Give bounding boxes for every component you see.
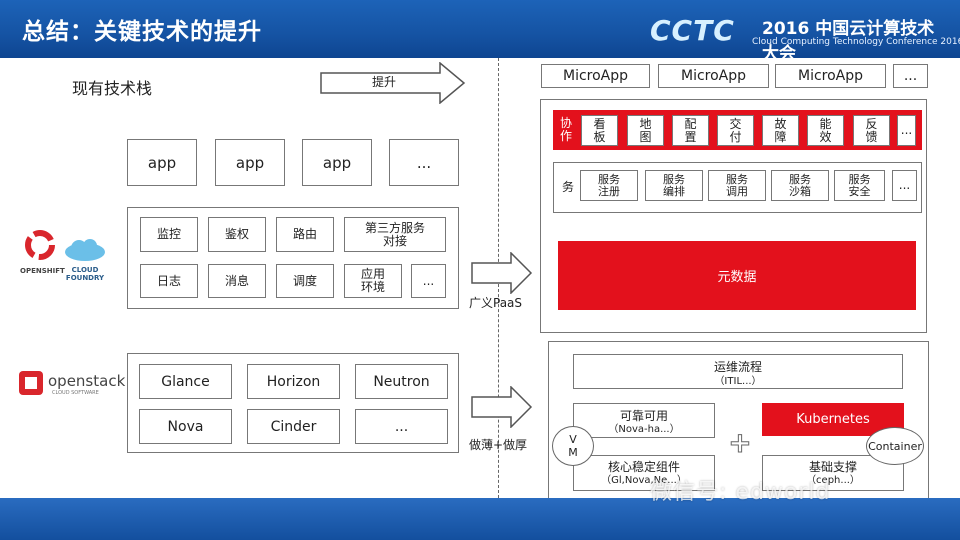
reliable-box: 可靠可用 （Nova-ha...） [573, 403, 715, 438]
collab-item: 故 障 [762, 115, 799, 146]
logo-title: 2016 中国云计算技术大会 [762, 19, 935, 58]
iaas-item: Neutron [355, 364, 448, 399]
app-box: app [215, 139, 285, 186]
iaas-item-more: ... [355, 409, 448, 444]
core-components-box: 核心稳定组件 （Gl,Nova,Ne...） [573, 455, 715, 491]
service-item: 服务 编排 [645, 170, 703, 201]
collab-item: 能 效 [807, 115, 844, 146]
vm-circle: V M [552, 426, 594, 466]
paas-item-more: ... [411, 264, 446, 298]
openstack-logo: openstack CLOUD SOFTWARE [16, 368, 125, 404]
collab-item: 反 馈 [853, 115, 890, 146]
paas-item: 调度 [276, 264, 334, 298]
service-item: 服务 调用 [708, 170, 766, 201]
paas-item: 消息 [208, 264, 266, 298]
app-box: app [127, 139, 197, 186]
collab-item: 看 板 [581, 115, 618, 146]
service-item: 服务 沙箱 [771, 170, 829, 201]
collab-item: 地 图 [627, 115, 664, 146]
openshift-logo: OPENSHIFT [20, 228, 65, 275]
current-stack-label: 现有技术栈 [72, 79, 153, 98]
upgrade-label: 提升 [372, 75, 397, 89]
iaas-arrow-icon [471, 386, 533, 428]
paas-item: 鉴权 [208, 217, 266, 252]
iaas-item: Nova [139, 409, 232, 444]
collab-item: 配 置 [672, 115, 709, 146]
app-box-more: ... [389, 139, 459, 186]
metadata-block: 元数据 [558, 241, 916, 310]
container-circle: Container [866, 427, 924, 465]
upgrade-arrow-icon [320, 62, 466, 104]
paas-item: 应用 环境 [344, 264, 402, 298]
iaas-item: Cinder [247, 409, 340, 444]
collab-item: 交 付 [717, 115, 754, 146]
microapp-box: MicroApp [658, 64, 769, 88]
paas-item: 日志 [140, 264, 198, 298]
paas-arrow-label: 广义PaaS [469, 296, 523, 310]
openshift-icon [25, 230, 55, 260]
collab-item-more: ... [897, 115, 916, 146]
openstack-icon [19, 371, 43, 395]
header-bar: 总结：关键技术的提升 CCTC 2016 中国云计算技术大会 Cloud Com… [0, 0, 960, 58]
watermark: 微信号: edworld [650, 480, 831, 505]
service-item-more: ... [892, 170, 917, 201]
iaas-item: Horizon [247, 364, 340, 399]
logo-subtitle: Cloud Computing Technology Conference 20… [752, 37, 960, 47]
service-label: 务 [562, 180, 575, 194]
paas-item: 第三方服务 对接 [344, 217, 446, 252]
app-box: app [302, 139, 372, 186]
paas-arrow-icon [471, 252, 533, 294]
microapp-box: MicroApp [775, 64, 886, 88]
cloud-icon [65, 239, 105, 261]
conference-logo: CCTC 2016 中国云计算技术大会 Cloud Computing Tech… [650, 14, 960, 58]
plus-icon: + [728, 425, 752, 459]
collab-label: 协 作 [559, 116, 572, 143]
iaas-item: Glance [139, 364, 232, 399]
logo-mark: CCTC [650, 14, 735, 47]
cloudfoundry-logo: CLOUD FOUNDRY [62, 238, 108, 290]
paas-item: 路由 [276, 217, 334, 252]
slide-title: 总结：关键技术的提升 [22, 19, 262, 45]
ops-process-box: 运维流程 （ITIL...） [573, 354, 903, 389]
iaas-arrow-label: 做薄+做厚 [469, 438, 528, 452]
service-item: 服务 注册 [580, 170, 638, 201]
service-item: 服务 安全 [834, 170, 885, 201]
microapp-box: MicroApp [541, 64, 650, 88]
footer-bar [0, 498, 960, 540]
microapp-box-more: ... [893, 64, 928, 88]
paas-item: 监控 [140, 217, 198, 252]
